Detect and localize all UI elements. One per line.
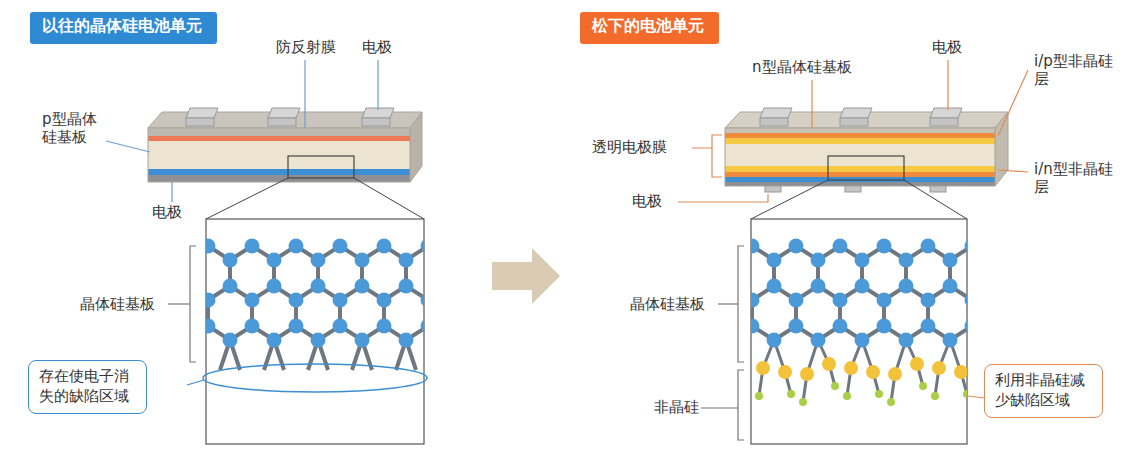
leader-line [187, 380, 204, 385]
callout-text: 利用非晶硅减少缺陷区域 [995, 371, 1091, 410]
part-label: 电极 [360, 38, 394, 56]
heading-text: 以往的晶体硅电池单元 [42, 16, 205, 37]
leader-line [968, 396, 984, 398]
crystal-lattice [206, 239, 424, 371]
part-label: p型晶体硅基板 [40, 110, 106, 146]
part-label: n型晶体硅基板 [750, 58, 854, 76]
part-label: 透明电极膜 [590, 138, 669, 156]
heading-text: 松下的电池单元 [592, 16, 707, 37]
part-label: 电极 [150, 203, 184, 221]
heading-badge: 松下的电池单元 [580, 12, 719, 44]
zoom-frame [751, 219, 967, 444]
bracket [168, 246, 196, 362]
crystal-lattice [751, 239, 967, 407]
bracket [700, 246, 744, 440]
part-label: 电极 [930, 38, 964, 56]
part-label: 电极 [630, 192, 664, 210]
part-label: 晶体硅基板 [628, 295, 707, 313]
part-label: 晶体硅基板 [78, 295, 157, 313]
zoom-frame [206, 219, 424, 444]
heading-badge: 以往的晶体硅电池单元 [30, 12, 217, 44]
defect-ellipse [203, 364, 427, 392]
left-cell-slab [102, 60, 424, 219]
part-label: 防反射膜 [274, 38, 338, 56]
part-label: i/p型非晶硅层 [1032, 52, 1116, 88]
callout-text: 存在使电子消失的缺陷区域 [39, 367, 135, 406]
right-cell-slab [678, 60, 1028, 219]
callout-box: 存在使电子消失的缺陷区域 [28, 360, 147, 414]
part-label: 非晶硅 [652, 398, 701, 416]
callout-box: 利用非晶硅减少缺陷区域 [984, 364, 1103, 418]
part-label: i/n型非晶硅层 [1032, 160, 1116, 196]
transition-arrow [492, 248, 560, 304]
